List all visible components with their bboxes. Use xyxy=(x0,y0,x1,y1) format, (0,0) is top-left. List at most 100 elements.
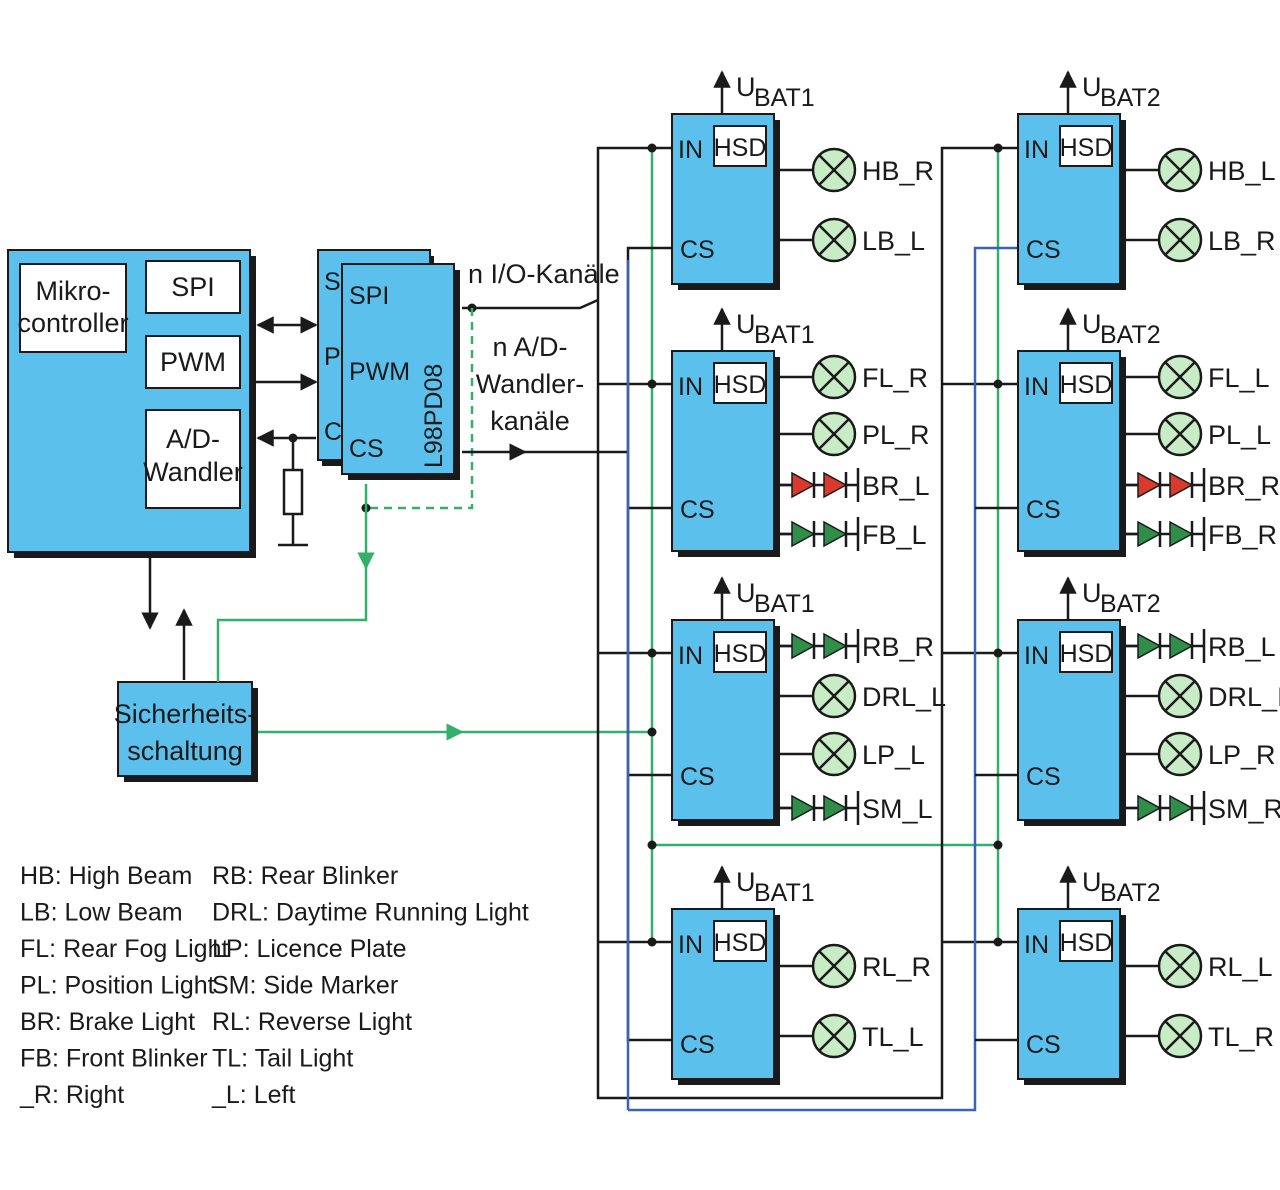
bus-wiring xyxy=(596,143,1018,1112)
hsd-in-pin: IN xyxy=(1024,931,1049,959)
hsd-in-pin: IN xyxy=(1024,136,1049,164)
load-label-pl-r: PL_R xyxy=(862,420,930,450)
legend-item: RL: Reverse Light xyxy=(212,1008,412,1036)
legend-item: _R: Right xyxy=(19,1081,124,1109)
hsd-in-pin: IN xyxy=(1024,642,1049,670)
hsd-in-pin: IN xyxy=(678,931,703,959)
lamp-icon xyxy=(811,217,857,263)
hsd-cs-pin: CS xyxy=(680,496,715,524)
load-label-rb-l: RB_L xyxy=(1208,632,1276,662)
io-channels-label: n I/O-Kanäle xyxy=(468,259,620,289)
ad-channels-line3: kanäle xyxy=(490,406,570,436)
legend-item: FB: Front Blinker xyxy=(20,1045,208,1073)
mcu-title-line1: Mikro- xyxy=(36,276,111,306)
load-label-br-r: BR_R xyxy=(1208,471,1280,501)
load-label-br-l: BR_L xyxy=(862,471,930,501)
supply-subscript: BAT2 xyxy=(1100,879,1161,907)
load-label-lb-r: LB_R xyxy=(1208,226,1276,256)
load-label-sm-l: SM_L xyxy=(862,794,933,824)
green-led-pair-icon xyxy=(780,629,860,663)
load-label-sm-r: SM_R xyxy=(1208,794,1280,824)
supply-subscript: BAT1 xyxy=(754,879,815,907)
mcu-title-line2: controller xyxy=(17,308,128,338)
hsd-in-pin: IN xyxy=(1024,373,1049,401)
hsd-cs-pin: CS xyxy=(680,763,715,791)
hsd-label: HSD xyxy=(714,134,767,162)
lamp-icon xyxy=(811,731,857,777)
supply-voltage-label: U xyxy=(1082,72,1102,102)
lamp-icon xyxy=(1157,731,1203,777)
ad-channels-line2: Wandler- xyxy=(476,369,585,399)
load-label-fl-l: FL_L xyxy=(1208,363,1270,393)
legend-item: DRL: Daytime Running Light xyxy=(212,899,529,927)
green-led-pair-icon xyxy=(1126,517,1206,551)
mcu-spi-label: SPI xyxy=(171,272,215,302)
red-led-pair-icon xyxy=(780,468,860,502)
hsd-cs-pin: CS xyxy=(1026,236,1061,264)
hsd-label: HSD xyxy=(714,929,767,957)
red-led-pair-icon xyxy=(1126,468,1206,502)
load-label-fl-r: FL_R xyxy=(862,363,928,393)
safety-circuit-block: Sicherheits- schaltung xyxy=(114,558,258,782)
load-label-lb-l: LB_L xyxy=(862,226,925,256)
green-led-pair-icon xyxy=(780,791,860,825)
hsd-in-pin: IN xyxy=(678,642,703,670)
lamp-icon xyxy=(811,354,857,400)
hsd-label: HSD xyxy=(714,640,767,668)
hsd-label: HSD xyxy=(1060,929,1113,957)
supply-subscript: BAT2 xyxy=(1100,590,1161,618)
green-led-pair-icon xyxy=(1126,629,1206,663)
load-label-rl-r: RL_R xyxy=(862,952,931,982)
load-label-tl-l: TL_L xyxy=(862,1022,924,1052)
supply-subscript: BAT1 xyxy=(754,590,815,618)
driver-pwm-pin: PWM xyxy=(349,358,410,386)
supply-subscript: BAT2 xyxy=(1100,321,1161,349)
hsd-cs-pin: CS xyxy=(1026,763,1061,791)
legend-item: _L: Left xyxy=(211,1081,295,1109)
hsd-in-pin: IN xyxy=(678,136,703,164)
hsd-column-right: HSDINCSUBAT2HB_LLB_RHSDINCSUBAT2FL_LPL_L… xyxy=(1017,70,1280,1085)
supply-voltage-label: U xyxy=(736,867,756,897)
safety-wiring xyxy=(216,148,1000,942)
load-label-rl-l: RL_L xyxy=(1208,952,1273,982)
load-label-lp-r: LP_R xyxy=(1208,740,1276,770)
lamp-icon xyxy=(1157,354,1203,400)
lamp-icon xyxy=(1157,673,1203,719)
supply-voltage-label: U xyxy=(1082,309,1102,339)
hsd-cs-pin: CS xyxy=(680,236,715,264)
supply-subscript: BAT2 xyxy=(1100,84,1161,112)
legend-item: TL: Tail Light xyxy=(212,1045,353,1073)
hsd-label: HSD xyxy=(714,371,767,399)
lamp-icon xyxy=(1157,943,1203,989)
load-label-drl-l: DRL_L xyxy=(862,682,946,712)
load-label-lp-l: LP_L xyxy=(862,740,925,770)
mcu-pwm-label: PWM xyxy=(160,347,226,377)
supply-subscript: BAT1 xyxy=(754,321,815,349)
safety-line2: schaltung xyxy=(127,736,243,766)
lamp-icon xyxy=(811,673,857,719)
hsd-label: HSD xyxy=(1060,134,1113,162)
load-label-rb-r: RB_R xyxy=(862,632,934,662)
safety-line1: Sicherheits- xyxy=(114,699,257,729)
l98pd08-driver-block: SPI PWM CS SPI PWM CS L98PD08 xyxy=(317,249,460,480)
load-label-hb-l: HB_L xyxy=(1208,156,1276,186)
driver-spi-pin: SPI xyxy=(349,282,389,310)
hsd-cs-pin: CS xyxy=(1026,1031,1061,1059)
load-label-drl-i: DRL_I xyxy=(1208,682,1280,712)
mcu-ad-line2: Wandler xyxy=(143,457,243,487)
lamp-icon xyxy=(1157,217,1203,263)
lamp-icon xyxy=(1157,411,1203,457)
supply-subscript: BAT1 xyxy=(754,84,815,112)
hsd-label: HSD xyxy=(1060,371,1113,399)
hsd-label: HSD xyxy=(1060,640,1113,668)
load-label-hb-r: HB_R xyxy=(862,156,934,186)
load-label-pl-l: PL_L xyxy=(1208,420,1271,450)
driver-cs-pin: CS xyxy=(349,435,384,463)
green-led-pair-icon xyxy=(1126,791,1206,825)
